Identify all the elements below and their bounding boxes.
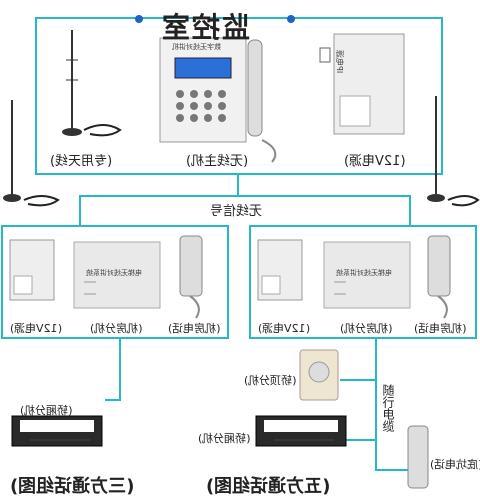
right-box-text: 电梯无线对讲系统 [336, 269, 392, 277]
antenna-right-outer-icon [427, 96, 480, 207]
right-caption: (五方通话组图) [206, 476, 331, 497]
power-label: (12V电源) [344, 154, 406, 169]
left-cable [105, 338, 121, 401]
right-pit-label: (底坑电话) [430, 458, 480, 471]
right-cable-top [342, 338, 377, 441]
right-extension-device [323, 241, 411, 309]
right-pit-device [407, 425, 429, 489]
left-cabin-label: (轿厢分机) [20, 404, 73, 417]
page-title: 监控室 [160, 11, 251, 44]
right-extension-label: (机房分机) [340, 322, 393, 335]
right-phone-device [427, 235, 451, 319]
right-phone-label: (机房电话) [414, 322, 467, 335]
title-dot-left [135, 15, 143, 23]
wireless-host-device [159, 37, 277, 163]
right-cable-label: 随行电缆 [381, 384, 395, 432]
left-cabin-device [11, 415, 103, 447]
left-box-text: 电梯无线对讲系统 [86, 269, 142, 277]
antenna-left-outer-icon [3, 100, 60, 207]
left-group-frame [1, 225, 229, 339]
right-top-device [299, 349, 339, 401]
wireless-link-right [238, 195, 411, 226]
left-phone-device [179, 235, 203, 319]
left-extension-label: (机房分机) [90, 322, 143, 335]
host-label: (无线主机) [186, 154, 249, 169]
power-box-text: IP电源 [335, 50, 344, 74]
left-power-device [9, 239, 55, 301]
right-group-frame [249, 225, 477, 339]
left-extension-device [73, 241, 161, 309]
wireless-signal-label: 无线信号 [208, 200, 265, 219]
antenna-icon [62, 30, 122, 137]
right-power-label: (12V电源) [258, 322, 311, 335]
left-power-label: (12V电源) [10, 322, 63, 335]
right-cabin-device [255, 415, 347, 447]
right-power-device [257, 239, 303, 301]
power-supply-device [319, 33, 405, 135]
title-dot-right [287, 15, 295, 23]
right-cabin-label: (轿厢分机) [198, 432, 251, 445]
right-cable-pit [375, 440, 410, 471]
host-panel-text: 数字无线对讲机 [172, 43, 221, 51]
left-phone-label: (机房电话) [168, 322, 221, 335]
left-caption: (三方通话组图) [10, 476, 135, 497]
antenna-label: (专用天线) [50, 154, 113, 169]
right-top-label: (轿顶分机) [244, 374, 297, 387]
wireless-link-left [79, 174, 239, 226]
